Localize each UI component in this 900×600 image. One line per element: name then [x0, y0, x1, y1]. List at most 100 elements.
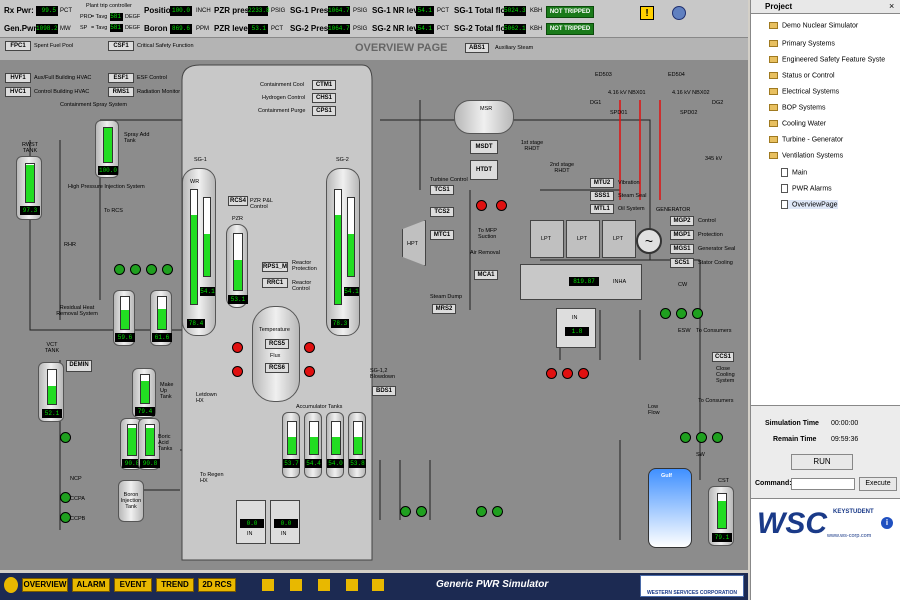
globe-icon[interactable]	[672, 6, 686, 20]
tree-folder-cooling[interactable]: Cooling Water	[769, 120, 826, 127]
mrs2-tag[interactable]: MRS2	[432, 304, 456, 314]
msdt-tag[interactable]: MSDT	[470, 140, 498, 154]
tree-folder-status[interactable]: Status or Control	[769, 72, 835, 79]
pump-sw-2[interactable]	[696, 432, 707, 443]
tcs1-tag[interactable]: TCS1	[430, 185, 454, 195]
ctm1-tag[interactable]: CTM1	[312, 80, 336, 90]
pump-1a[interactable]	[114, 264, 125, 275]
tree-page-overview[interactable]: OverviewPage	[781, 200, 838, 209]
chs1-tag[interactable]: CHS1	[312, 93, 336, 103]
pump-ncp[interactable]	[60, 432, 71, 443]
hvc1-tag[interactable]: HVC1	[5, 87, 31, 97]
info-icon[interactable]: i	[881, 517, 893, 529]
trip-status-2[interactable]: NOT TRIPPED	[546, 23, 594, 35]
trend-nav-button[interactable]: TREND	[156, 578, 194, 592]
lpt-turbine-1[interactable]: LPT	[530, 220, 564, 258]
pump-1d[interactable]	[162, 264, 173, 275]
tool-icon-2[interactable]	[290, 579, 302, 591]
acc2-gauge	[309, 421, 319, 455]
sg1-label: SG-1	[194, 157, 207, 163]
tree-folder-bop[interactable]: BOP Systems	[769, 104, 825, 111]
pump-1c[interactable]	[146, 264, 157, 275]
rms1-tag[interactable]: RMS1	[108, 87, 134, 97]
tree-folder-esf[interactable]: Engineered Safety Feature Syste	[769, 56, 885, 63]
pump-1b[interactable]	[130, 264, 141, 275]
home-icon[interactable]	[4, 577, 18, 593]
pump-sw-3[interactable]	[712, 432, 723, 443]
pump-sw-1[interactable]	[680, 432, 691, 443]
pump-ccpa[interactable]	[60, 492, 71, 503]
alarm-nav-button[interactable]: ALARM	[72, 578, 110, 592]
mtu2-tag[interactable]: MTU2	[590, 178, 614, 188]
rps1-tag[interactable]: RPS1_M	[262, 262, 288, 272]
htdt-tag[interactable]: HTDT	[470, 160, 498, 180]
mgs1-tag[interactable]: MGS1	[670, 244, 694, 254]
pump-cond-2a[interactable]	[476, 506, 487, 517]
csf1-tag[interactable]: CSF1	[108, 41, 134, 51]
warning-icon[interactable]: !	[640, 6, 654, 20]
mtl1-tag[interactable]: MTL1	[590, 204, 614, 214]
fpc1-tag[interactable]: FPC1	[5, 41, 31, 51]
close-icon[interactable]: ×	[889, 1, 895, 11]
pump-mfp-b[interactable]	[496, 200, 507, 211]
pump-hd-1[interactable]	[546, 368, 557, 379]
lpt-turbine-3[interactable]: LPT	[602, 220, 636, 258]
tool-icon-5[interactable]	[372, 579, 384, 591]
pump-ccpb[interactable]	[60, 512, 71, 523]
abs1-tag[interactable]: ABS1	[465, 43, 489, 53]
command-input[interactable]	[791, 478, 855, 490]
pump-rcp-2a[interactable]	[304, 342, 315, 353]
tree-page-main[interactable]: Main	[781, 168, 807, 177]
rrc1-tag[interactable]: RRC1	[262, 278, 288, 288]
spray-add-tank: 100.0	[95, 120, 119, 178]
tool-icon-4[interactable]	[346, 579, 358, 591]
mca1-tag[interactable]: MCA1	[474, 270, 498, 280]
tree-folder-primary[interactable]: Primary Systems	[769, 40, 835, 47]
rcs5-tag[interactable]: RCS5	[265, 339, 289, 349]
residual-label: Residual Heat Removal System	[56, 305, 98, 317]
tree-folder-electrical[interactable]: Electrical Systems	[769, 88, 839, 95]
tool-icon-1[interactable]	[262, 579, 274, 591]
lpt-turbine-2[interactable]: LPT	[566, 220, 600, 258]
tree-root[interactable]: Demo Nuclear Simulator	[769, 22, 858, 29]
pump-cond-1a[interactable]	[400, 506, 411, 517]
mtc1-tag[interactable]: MTC1	[430, 230, 454, 240]
pump-cw-2[interactable]	[676, 308, 687, 319]
tree-folder-ventilation[interactable]: Ventilation Systems	[769, 152, 843, 159]
generator-icon[interactable]: ~	[636, 228, 662, 254]
sg12-blowdown-label: SG-1,2 Blowdown	[370, 368, 396, 380]
rcs4-tag[interactable]: RCS4	[228, 196, 248, 206]
rcs2d-nav-button[interactable]: 2D RCS	[198, 578, 236, 592]
tree-folder-turbine[interactable]: Turbine - Generator	[769, 136, 843, 143]
gen-pwr-label: Gen.Pwr:	[4, 24, 40, 33]
pump-rcp-1a[interactable]	[232, 342, 243, 353]
pump-rcp-2b[interactable]	[304, 366, 315, 377]
esf1-tag[interactable]: ESF1	[108, 73, 134, 83]
overview-nav-button[interactable]: OVERVIEW	[22, 578, 68, 592]
pump-hd-2[interactable]	[562, 368, 573, 379]
bds1-tag[interactable]: BDS1	[372, 386, 396, 396]
pump-cw-3[interactable]	[692, 308, 703, 319]
pump-mfp-a[interactable]	[476, 200, 487, 211]
sc51-tag[interactable]: SC51	[670, 258, 694, 268]
pump-rcp-1b[interactable]	[232, 366, 243, 377]
demin-tag[interactable]: DEMIN	[66, 360, 92, 372]
trip-status-1[interactable]: NOT TRIPPED	[546, 6, 594, 18]
cps1-tag[interactable]: CPS1	[312, 106, 336, 116]
mgp2-tag[interactable]: MGP2	[670, 216, 694, 226]
pump-cw-1[interactable]	[660, 308, 671, 319]
event-nav-button[interactable]: EVENT	[114, 578, 152, 592]
tree-page-alarms[interactable]: PWR Alarms	[781, 184, 832, 193]
run-button[interactable]: RUN	[791, 454, 853, 470]
execute-button[interactable]: Execute	[859, 477, 897, 491]
hvf1-tag[interactable]: HVF1	[5, 73, 31, 83]
tool-icon-3[interactable]	[318, 579, 330, 591]
rcs6-tag[interactable]: RCS6	[265, 363, 289, 373]
ccs1-tag[interactable]: CCS1	[712, 352, 734, 362]
pump-cond-2b[interactable]	[492, 506, 503, 517]
tcs2-tag[interactable]: TCS2	[430, 207, 454, 217]
mgp1-tag[interactable]: MGP1	[670, 230, 694, 240]
sss1-tag[interactable]: SSS1	[590, 191, 614, 201]
pump-hd-3[interactable]	[578, 368, 589, 379]
pump-cond-1b[interactable]	[416, 506, 427, 517]
